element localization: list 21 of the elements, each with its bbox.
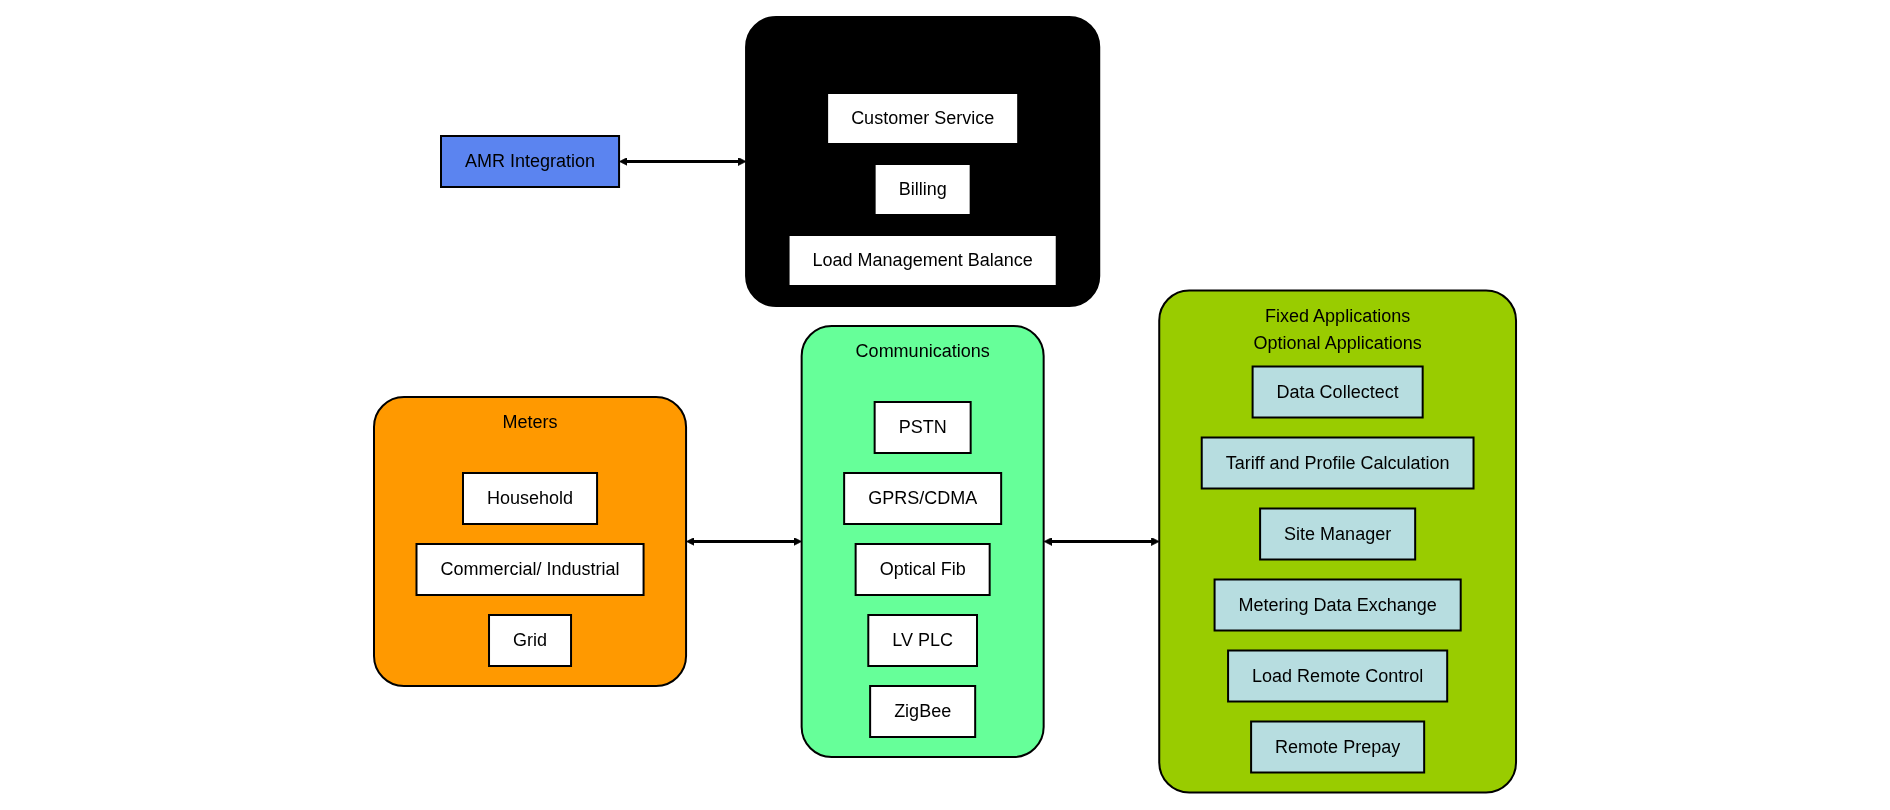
node-box: Remote Prepay (1250, 720, 1426, 774)
cluster (745, 16, 1101, 308)
node-box: Site Manager (1259, 507, 1417, 561)
node-box: Grid (488, 614, 572, 668)
node-box: PSTN (873, 401, 972, 455)
node-box: Metering Data Exchange (1213, 578, 1462, 632)
node-box: Tariff and Profile Calculation (1200, 436, 1475, 490)
node-box: Customer Service (826, 92, 1020, 146)
node-box: Optical Fib (854, 543, 991, 597)
node-box: AMR Integration (440, 135, 621, 189)
node-box: ZigBee (869, 685, 977, 739)
node-box: Household (462, 472, 599, 526)
node-box: Data Collectect (1251, 365, 1424, 419)
node-box: Load Remote Control (1227, 649, 1449, 703)
node-box: GPRS/CDMA (843, 472, 1003, 526)
node-box: Commercial/ Industrial (415, 543, 645, 597)
node-box: LV PLC (867, 614, 978, 668)
node-box: Billing (873, 163, 972, 217)
node-box: Load Management Balance (787, 234, 1058, 288)
arrow (619, 157, 747, 167)
arrow (1043, 537, 1160, 547)
